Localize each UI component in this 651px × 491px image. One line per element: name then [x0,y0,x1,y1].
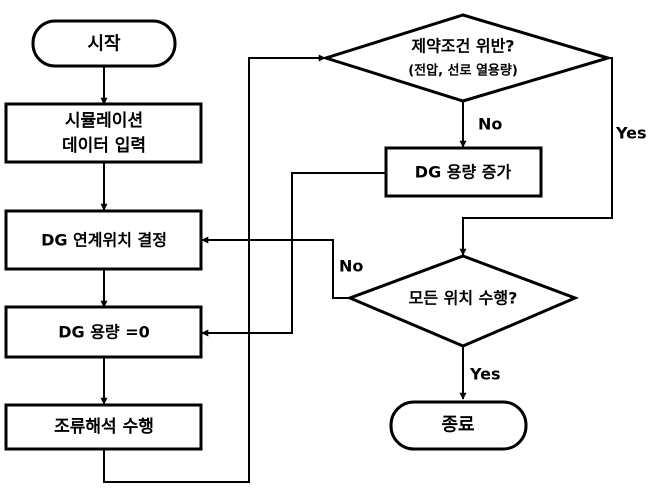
node-all-locations-label: 모든 위치 수행? [409,289,518,308]
edge-flow-to-constraint [103,54,326,483]
node-end: 종료 [389,400,528,451]
edge-all-no [201,236,350,299]
node-constraint-line1: 제약조건 위반? [411,37,514,56]
node-dg-location-label: DG 연계위치 결정 [41,231,167,250]
node-all-locations: 모든 위치 수행? [345,254,580,348]
node-sim-input: 시뮬레이션 데이터 입력 [4,102,203,164]
edge-label-all-no: No [339,257,363,276]
node-start: 시작 [31,19,177,68]
edge-label-all-yes: Yes [469,365,501,384]
node-power-flow: 조류해석 수행 [4,403,203,451]
edge-label-constraint-no: No [478,115,502,134]
node-constraint-check: 제약조건 위반? (전압, 선로 열용량) [320,13,614,103]
node-dg-zero: DG 용량 =0 [4,305,203,359]
node-dg-zero-label: DG 용량 =0 [58,323,150,342]
node-sim-input-line1: 시뮬레이션 [65,111,143,131]
node-end-label: 종료 [441,415,474,436]
node-dg-increase-label: DG 용량 증가 [415,163,512,182]
node-start-label: 시작 [87,34,121,55]
node-constraint-line2: (전압, 선로 열용량) [408,63,518,79]
node-power-flow-label: 조류해석 수행 [54,417,154,437]
edge-label-constraint-yes: Yes [615,124,647,143]
node-dg-increase: DG 용량 증가 [384,146,543,198]
connectors [100,54,613,483]
edge-increase-to-zero [201,172,386,337]
node-dg-location: DG 연계위치 결정 [4,209,203,271]
node-sim-input-line2: 데이터 입력 [62,136,146,156]
